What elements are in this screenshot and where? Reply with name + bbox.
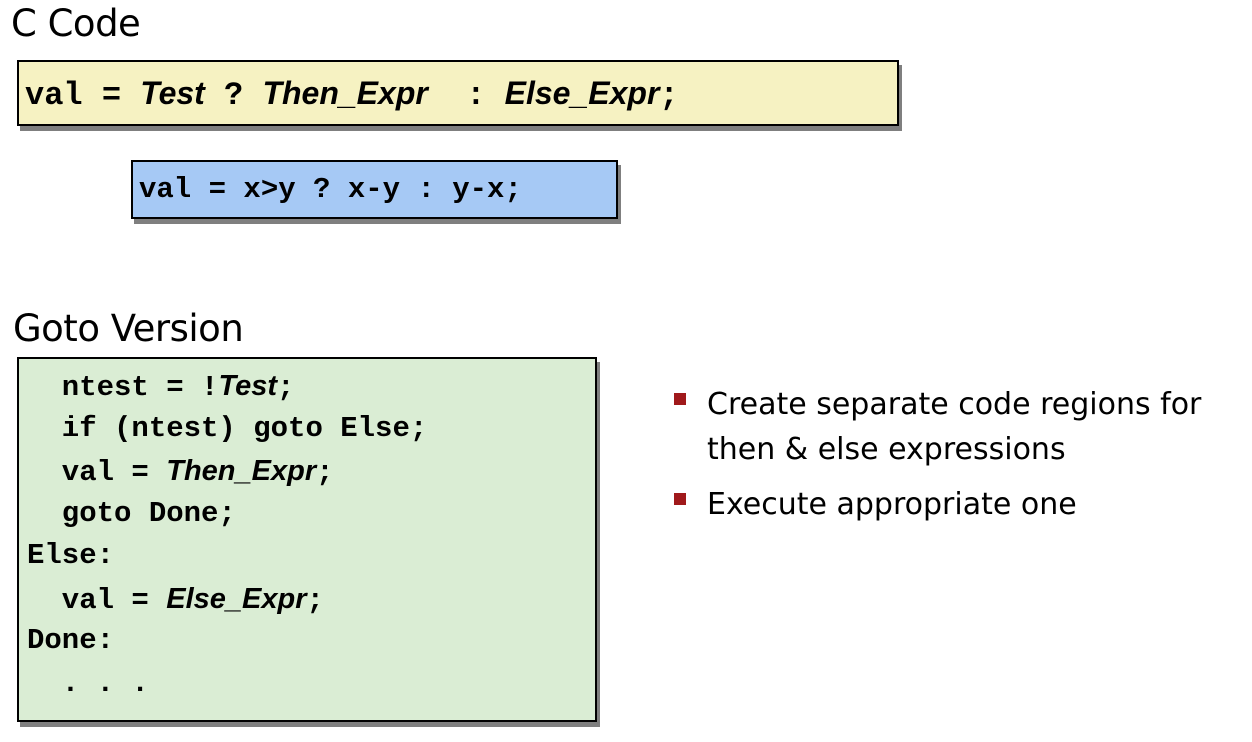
goto-line-done-label: Done:	[27, 620, 114, 663]
code-text: ;	[306, 583, 324, 617]
c-code-template-box: val = Test ? Then_Expr : Else_Expr;	[17, 60, 899, 126]
code-text: ?	[204, 77, 263, 114]
code-text: ;	[659, 77, 679, 114]
example-code-box: val = x>y ? x-y : y-x;	[131, 160, 618, 219]
code-text: ntest = !	[27, 371, 219, 404]
goto-line-if: if (ntest) goto Else;	[27, 408, 427, 451]
c-code-heading: C Code	[11, 2, 141, 45]
goto-line-val-else: val = Else_Expr;	[27, 578, 324, 623]
example-code-line: val = x>y ? x-y : y-x;	[139, 173, 522, 206]
goto-line-goto-done: goto Done;	[27, 493, 236, 536]
goto-line-val-then: val = Then_Expr;	[27, 450, 334, 495]
bullet-text: Execute appropriate one	[707, 487, 1077, 522]
bullet-item: Execute appropriate one	[672, 482, 1247, 527]
code-text: . . .	[27, 666, 149, 700]
code-text: if (ntest) goto Else;	[27, 411, 428, 445]
code-text: val =	[25, 77, 141, 114]
c-code-template-line: val = Test ? Then_Expr : Else_Expr;	[25, 62, 679, 127]
goto-version-heading: Goto Version	[13, 307, 244, 350]
placeholder-test: Test	[218, 370, 277, 402]
code-text: ;	[316, 456, 334, 489]
code-text: val =	[27, 456, 167, 489]
placeholder-test: Test	[140, 75, 205, 111]
bullet-item: Create separate code regions for then & …	[672, 382, 1247, 472]
bullet-list: Create separate code regions for then & …	[672, 382, 1247, 537]
code-text: ;	[277, 371, 295, 404]
square-bullet-icon	[674, 493, 686, 505]
bullet-text: Create separate code regions for then & …	[707, 387, 1202, 467]
code-text: Else:	[27, 539, 115, 572]
goto-line-else-label: Else:	[27, 535, 114, 578]
code-text: goto Done;	[27, 496, 236, 530]
placeholder-then-expr: Then_Expr	[262, 75, 428, 111]
code-text: :	[427, 77, 505, 114]
placeholder-then-expr: Then_Expr	[166, 455, 317, 487]
placeholder-else-expr: Else_Expr	[166, 582, 307, 615]
code-text: val =	[27, 583, 167, 617]
code-text: Done:	[27, 624, 115, 657]
placeholder-else-expr: Else_Expr	[504, 75, 660, 111]
goto-code-box: ntest = !Test; if (ntest) goto Else; val…	[17, 357, 597, 722]
goto-line-ellipsis: . . .	[27, 663, 149, 706]
square-bullet-icon	[674, 393, 686, 405]
goto-line-ntest: ntest = !Test;	[27, 365, 295, 410]
